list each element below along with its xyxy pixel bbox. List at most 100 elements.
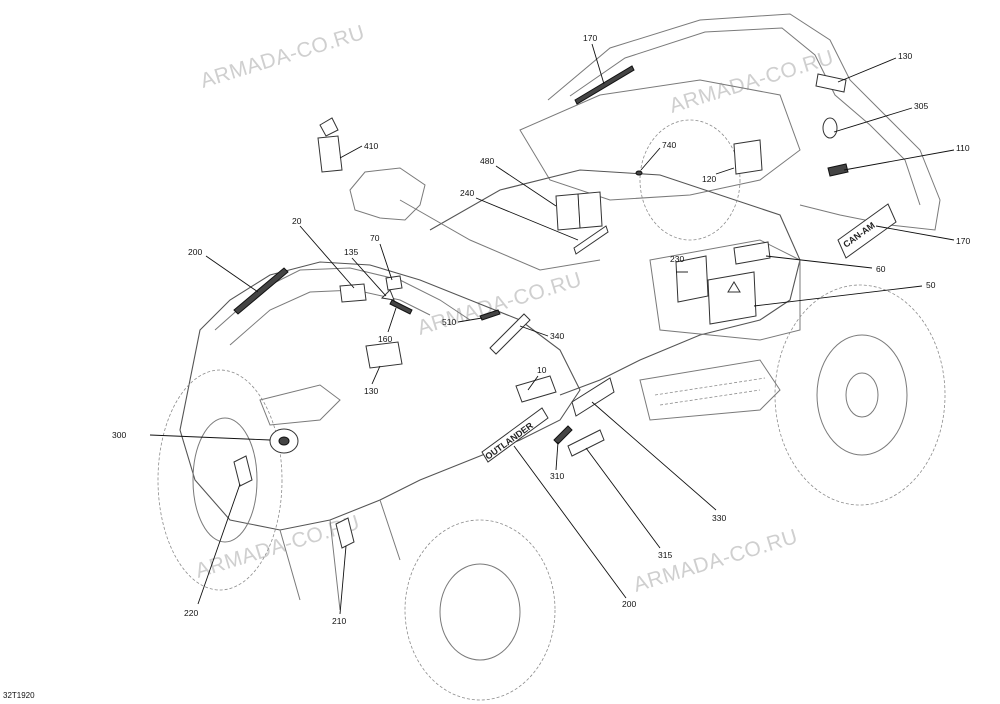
leader-130-rear	[837, 57, 897, 83]
front-suspension	[279, 499, 401, 611]
rear-rack	[547, 13, 941, 231]
wheel-rear-right-hub	[845, 372, 879, 418]
leader-300	[149, 434, 271, 441]
callout-70: 70	[370, 233, 380, 243]
decal-60	[733, 241, 771, 265]
wheel-rear-left	[639, 119, 741, 241]
decal-300-center	[278, 436, 290, 446]
callout-130-front: 130	[364, 386, 378, 396]
wheel-front-right-rim	[439, 563, 521, 661]
callout-20: 20	[292, 216, 302, 226]
leader-60	[765, 255, 873, 269]
watermark: ARMADA-CO.RU	[667, 46, 837, 118]
decal-170-rear	[574, 65, 635, 105]
leader-340	[519, 325, 549, 337]
decal-20	[339, 283, 367, 303]
callout-300: 300	[112, 430, 126, 440]
callout-labels: 410 170 130 305 110 740 120 480 240 170 …	[112, 33, 970, 626]
leader-130-front	[371, 365, 381, 385]
leader-305	[833, 107, 913, 133]
leader-50	[753, 285, 923, 307]
callout-480: 480	[480, 156, 494, 166]
front-rack-inner	[229, 289, 431, 346]
footrest-grip	[654, 377, 766, 406]
callout-130-rear: 130	[898, 51, 912, 61]
decal-310	[553, 425, 573, 445]
leader-510	[457, 317, 483, 323]
leader-480	[495, 165, 557, 207]
watermark: ARMADA-CO.RU	[415, 268, 585, 340]
decal-70	[385, 275, 403, 291]
decal-305	[822, 117, 838, 139]
leader-20	[299, 225, 355, 289]
decals: CAN-AM OUTLANDER	[233, 65, 897, 549]
leader-200-front	[205, 255, 259, 293]
decal-410	[317, 135, 343, 173]
callout-160: 160	[378, 334, 392, 344]
leader-160	[387, 307, 397, 333]
decal-330	[571, 377, 615, 417]
footrest	[639, 359, 781, 421]
side-panel	[649, 239, 801, 341]
leader-220	[197, 483, 241, 605]
leader-740	[640, 147, 661, 171]
callout-135: 135	[344, 247, 358, 257]
leader-lines	[149, 43, 955, 615]
decal-110	[827, 163, 849, 177]
decal-230	[675, 255, 709, 303]
callout-170-brand: 170	[956, 236, 970, 246]
seat	[519, 79, 801, 201]
callout-310: 310	[550, 471, 564, 481]
decal-160	[389, 299, 413, 315]
callout-220: 220	[184, 608, 198, 618]
callout-10: 10	[537, 365, 547, 375]
leader-135	[351, 257, 387, 297]
wheel-rear-right-rim	[816, 334, 908, 456]
decal-340	[489, 313, 531, 355]
leader-110	[843, 149, 955, 171]
decal-410-tag	[319, 117, 339, 137]
headlight	[259, 384, 341, 426]
decal-10	[515, 375, 557, 403]
leader-120	[715, 167, 735, 175]
wheel-front-left	[157, 369, 283, 591]
leader-240	[475, 197, 579, 241]
decal-210	[335, 517, 355, 549]
callout-315: 315	[658, 550, 672, 560]
decal-135	[380, 289, 395, 301]
leader-210	[339, 545, 347, 615]
decal-480-fold	[577, 193, 581, 229]
leader-330	[591, 401, 717, 511]
callout-200-front: 200	[188, 247, 202, 257]
model-decal-text: OUTLANDER	[483, 420, 535, 462]
wheel-front-right	[404, 519, 556, 701]
callout-740: 740	[662, 140, 676, 150]
handlebar-left	[349, 167, 426, 221]
callout-210: 210	[332, 616, 346, 626]
rear-rack-inner	[569, 27, 921, 206]
callout-200-model: 200	[622, 599, 636, 609]
decal-220	[233, 455, 253, 487]
callout-170-rear: 170	[583, 33, 597, 43]
decal-130-front	[365, 341, 403, 369]
decal-170-brand	[837, 203, 897, 259]
leader-10	[527, 375, 539, 391]
decal-120	[733, 139, 763, 175]
callout-330: 330	[712, 513, 726, 523]
decal-130-rear	[815, 73, 847, 93]
callout-230: 230	[670, 254, 684, 264]
leader-170-rear	[591, 43, 605, 85]
leader-315	[585, 447, 661, 549]
leader-410	[339, 145, 363, 159]
leader-200-model	[513, 445, 627, 599]
watermark: ARMADA-CO.RU	[198, 21, 368, 93]
callout-120: 120	[702, 174, 716, 184]
decal-200-front-stripe	[233, 267, 289, 315]
callout-50: 50	[926, 280, 936, 290]
decal-50-warning-icon	[727, 281, 741, 293]
leader-170-brand	[875, 225, 955, 241]
callout-510: 510	[442, 317, 456, 327]
front-fender	[179, 261, 581, 531]
callout-410: 410	[364, 141, 378, 151]
